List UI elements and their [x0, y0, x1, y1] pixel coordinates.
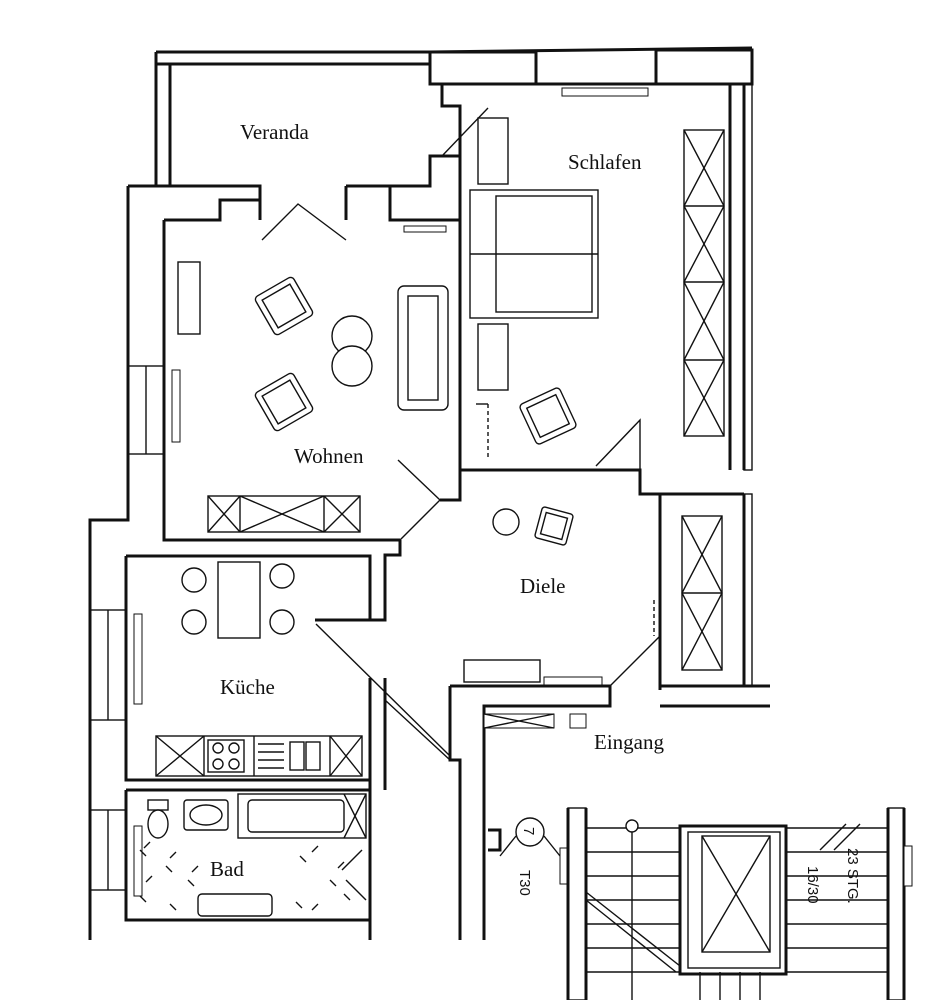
bedroom-furniture — [469, 117, 725, 458]
label-diele: Diele — [520, 574, 565, 598]
label-veranda: Veranda — [240, 120, 309, 144]
stair-stg: 23 STG. — [844, 848, 861, 904]
label-schlafen: Schlafen — [568, 150, 642, 174]
living-furniture — [177, 261, 449, 533]
bath-furniture — [139, 793, 367, 917]
kitchen-furniture — [155, 561, 363, 777]
walls — [88, 46, 770, 940]
radiators — [133, 87, 649, 897]
label-eingang: Eingang — [594, 730, 664, 754]
stair-count: 16/30 — [804, 866, 821, 904]
doors — [261, 107, 661, 761]
label-kueche: Küche — [220, 675, 275, 699]
staircase — [488, 807, 913, 1000]
hall-furniture — [463, 506, 723, 683]
stair-marker: 7 — [520, 827, 537, 835]
stair-t30: T30 — [516, 870, 533, 896]
label-wohnen: Wohnen — [294, 444, 364, 468]
label-bad: Bad — [210, 857, 244, 881]
